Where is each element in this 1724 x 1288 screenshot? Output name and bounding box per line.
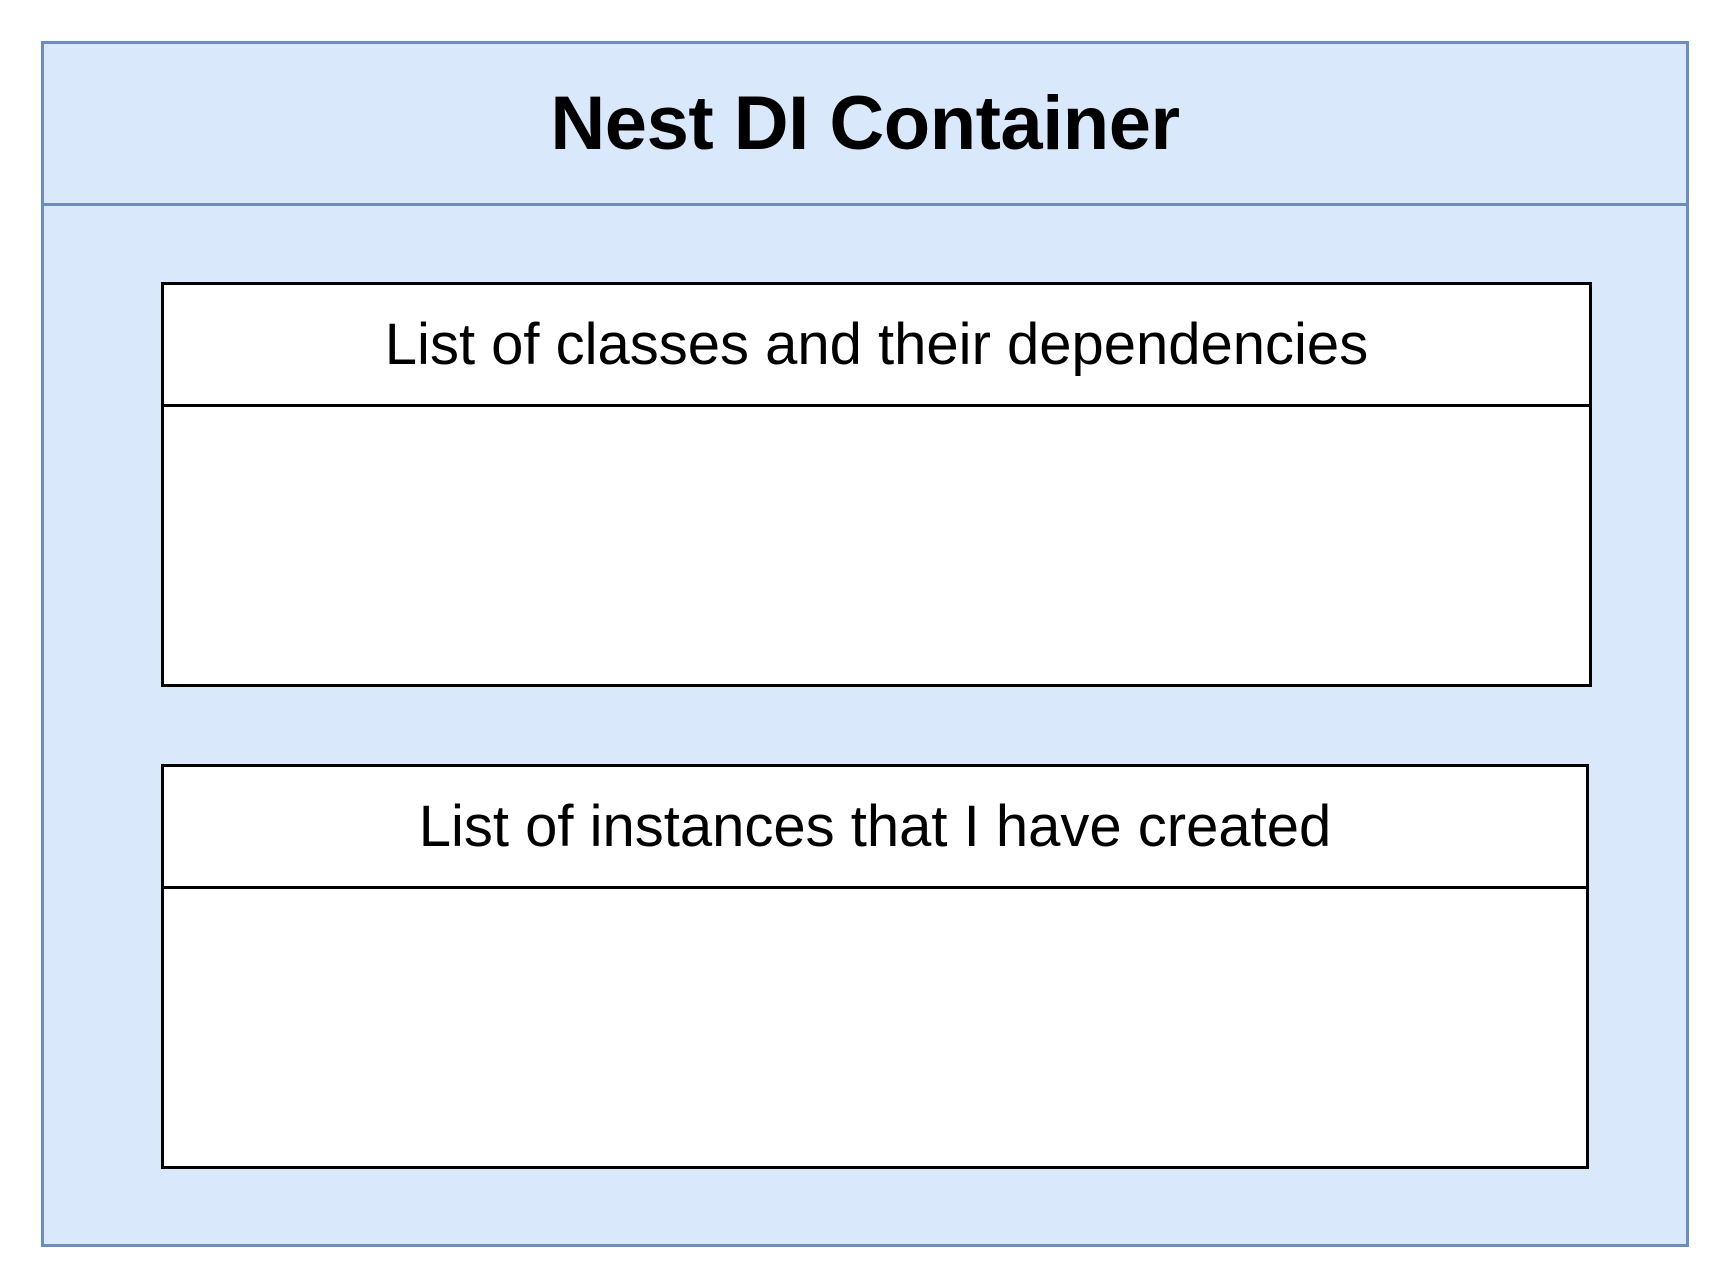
created-instances-header: List of instances that I have created (164, 767, 1586, 889)
classes-dependencies-header: List of classes and their dependencies (164, 285, 1589, 407)
created-instances-box: List of instances that I have created (161, 764, 1589, 1169)
classes-dependencies-body (164, 407, 1589, 684)
created-instances-title: List of instances that I have created (418, 794, 1332, 859)
created-instances-body (164, 889, 1586, 1166)
classes-dependencies-box: List of classes and their dependencies (161, 282, 1592, 687)
container-title: Nest DI Container (550, 81, 1180, 166)
classes-dependencies-title: List of classes and their dependencies (384, 312, 1369, 377)
container-header: Nest DI Container (44, 44, 1686, 206)
